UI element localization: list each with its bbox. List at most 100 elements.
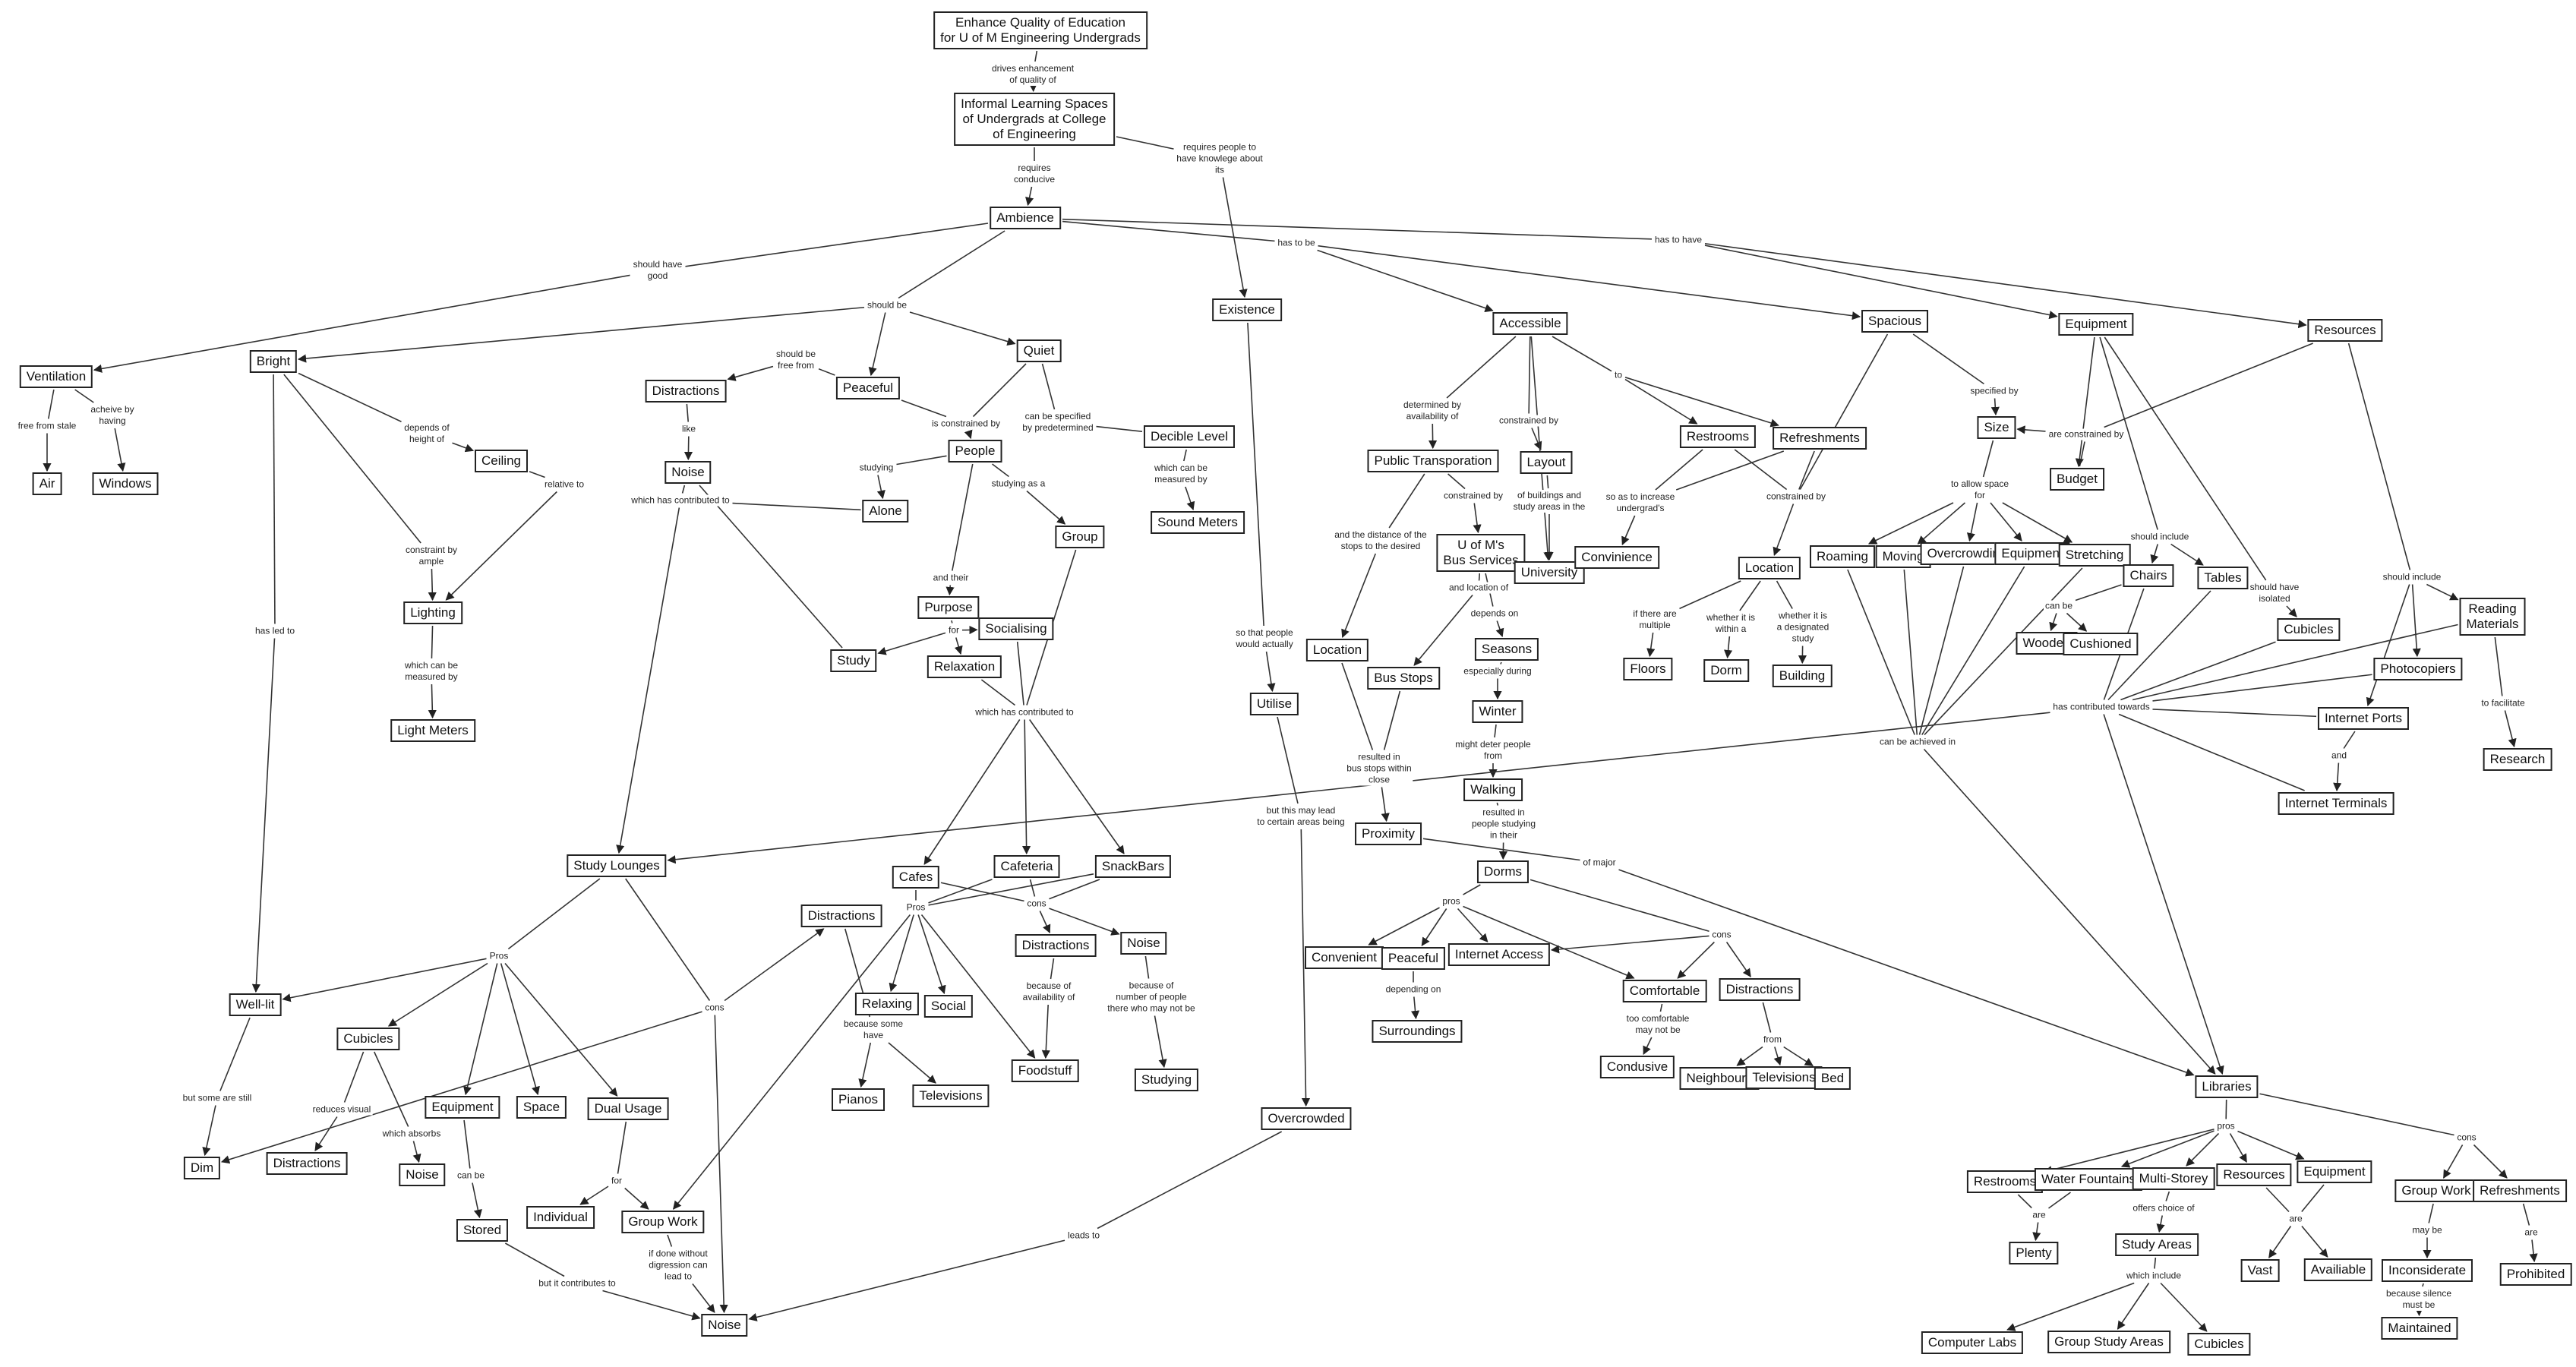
- connector-resources1-to-l-should-include2: [2347, 343, 2411, 570]
- node-budget: Budget: [2050, 468, 2104, 491]
- link-label-l-may-be: may be: [2410, 1224, 2444, 1236]
- connector-spacious-to-l-constrained-by-ref: [1799, 333, 1889, 490]
- connector-l-studying-to-alone: [876, 475, 886, 500]
- connector-utilise-to-l-but-may-lead: [1277, 716, 1299, 804]
- connector-lighting-to-l-measured-light: [431, 625, 434, 659]
- connector-accessible-to-university: [1530, 336, 1552, 561]
- node-vast: Vast: [2240, 1259, 2280, 1282]
- link-label-l-which-contrib-noise: which has contributed to: [630, 494, 731, 507]
- connector-quiet-to-l-specified-predet: [1041, 363, 1056, 410]
- connector-l-resulted-bus-to-proximity: [1381, 787, 1390, 822]
- connector-l-has-led-to-wellit: [251, 638, 276, 993]
- connector-distractions4-to-l-because-avail: [1050, 958, 1055, 980]
- connector-l-which-absorbs-to-noise2: [412, 1141, 421, 1163]
- connector-distractions5-to-l-from: [1762, 1002, 1772, 1033]
- connector-public-transport-to-l-and-distance: [1388, 473, 1425, 529]
- connector-enhance-to-l-drives: [1034, 50, 1038, 62]
- connector-l-are-vast-to-vast: [2268, 1226, 2292, 1258]
- node-noise2: Noise: [399, 1163, 446, 1186]
- connector-l-are-plenty-to-plenty: [2032, 1222, 2041, 1242]
- node-relaxation: Relaxation: [927, 655, 1002, 678]
- node-wellit: Well-lit: [229, 993, 282, 1016]
- connector-l-if-done-to-noise-bottom: [692, 1283, 715, 1313]
- node-surroundings: Surroundings: [1372, 1020, 1463, 1043]
- node-libraries: Libraries: [2195, 1075, 2259, 1098]
- connector-snackbars-to-l-pros-cafe: [928, 873, 1094, 906]
- link-label-l-measured-light: which can be measured by: [402, 660, 460, 683]
- connector-l-should-include2-to-internet-ports: [2366, 584, 2410, 707]
- node-internet-terminals: Internet Terminals: [2278, 792, 2394, 815]
- node-distractions1: Distractions: [645, 380, 727, 403]
- connector-peaceful1-to-l-constrained-by: [901, 399, 947, 418]
- link-label-l-has-to-have: has to have: [1653, 234, 1704, 246]
- connector-l-pros-lib-to-resources2: [2229, 1133, 2247, 1163]
- link-label-l-are-prohibited: are: [2523, 1227, 2540, 1239]
- link-label-l-relative: relative to: [542, 478, 586, 491]
- link-label-l-because-some: because some have: [841, 1018, 905, 1041]
- node-enhance: Enhance Quality of Education for U of M …: [933, 11, 1148, 49]
- node-group-study-areas: Group Study Areas: [2047, 1331, 2170, 1353]
- connector-l-are-constrained-to-size: [2016, 425, 2046, 434]
- link-label-l-should-include2: should include: [2381, 571, 2443, 583]
- node-water-fountains: Water Fountains: [2034, 1168, 2143, 1191]
- node-space: Space: [516, 1096, 567, 1119]
- node-ils: Informal Learning Spaces of Undergrads a…: [954, 93, 1115, 146]
- link-label-l-requires-conduc: requires conducive: [1012, 163, 1057, 185]
- connector-l-but-still-to-dim: [202, 1105, 216, 1157]
- link-label-l-cons-lib: cons: [2455, 1132, 2478, 1144]
- connector-l-should-include2-to-photocopiers: [2411, 584, 2421, 658]
- link-label-l-offers-choice: offers choice of: [2131, 1202, 2196, 1214]
- link-label-l-acheive: acheive by having: [89, 404, 136, 427]
- node-ventilation: Ventilation: [19, 365, 93, 388]
- node-internet-access: Internet Access: [1447, 943, 1551, 966]
- connector-reading-materials-to-l-has-contributed-towards: [2132, 624, 2458, 701]
- connector-people-to-l-studying-as-a: [992, 463, 1009, 478]
- connector-l-cons-lounge-to-noise-bottom: [714, 1015, 728, 1314]
- link-label-l-should-free: should be free from: [774, 349, 818, 371]
- link-label-l-studying: studying: [857, 462, 895, 474]
- connector-l-to-allow-to-roaming: [1867, 502, 1954, 545]
- connector-l-acheive-to-windows: [114, 428, 126, 472]
- connector-stored-to-l-but-contributes: [504, 1242, 565, 1277]
- node-refreshments2: Refreshments: [2473, 1179, 2567, 1202]
- connector-refreshments1-to-l-so-as-increase: [1675, 450, 1785, 491]
- connector-layout-to-l-of-buildings: [1546, 475, 1549, 489]
- connector-l-should-be-to-peaceful1: [868, 312, 886, 377]
- connector-stretching-to-l-can-be-achieved: [1924, 567, 2083, 736]
- node-walking: Walking: [1463, 778, 1523, 801]
- node-proximity: Proximity: [1355, 822, 1422, 845]
- connector-l-studying-as-a-to-group1: [1026, 490, 1066, 525]
- connector-l-specified-predet-to-decible: [1096, 425, 1143, 432]
- node-group-work2: Group Work: [2394, 1179, 2478, 1202]
- connector-l-for-dual-to-individual: [579, 1185, 609, 1205]
- link-label-l-are-constrained: are constrained by: [2047, 428, 2126, 440]
- connector-umbus-to-l-and-location: [1478, 573, 1481, 581]
- connector-ils-to-l-requires-people: [1116, 136, 1174, 150]
- node-seasons: Seasons: [1474, 638, 1539, 661]
- connector-accessible-to-l-constrained-by-layout: [1528, 336, 1531, 414]
- node-cafes: Cafes: [892, 866, 940, 889]
- connector-l-to-allow-to-stretching: [2002, 502, 2073, 543]
- node-winter: Winter: [1472, 700, 1523, 723]
- node-tables: Tables: [2197, 567, 2249, 589]
- connector-l-constrained-by-ref-to-location2: [1773, 504, 1795, 557]
- connector-cubicles1-to-l-reduces-visual: [343, 1051, 365, 1103]
- node-alone: Alone: [862, 500, 909, 522]
- connector-l-has-to-be-to-spacious: [1318, 245, 1861, 320]
- connector-people-to-l-studying: [896, 455, 947, 466]
- connector-location2-to-l-whether-designated: [1776, 580, 1793, 609]
- node-study-areas: Study Areas: [2115, 1233, 2199, 1256]
- connector-l-to-to-refreshments1: [1624, 377, 1779, 428]
- link-label-l-constrained-by-layout: constrained by: [1497, 415, 1561, 427]
- node-reading-materials: Reading Materials: [2459, 598, 2526, 636]
- node-location1: Location: [1305, 639, 1369, 661]
- link-label-l-which-absorbs: which absorbs: [380, 1128, 443, 1140]
- link-label-l-so-as-increase: so as to increase undergrad's: [1604, 491, 1677, 514]
- connector-l-to-allow-to-equipment-sm: [1990, 502, 2022, 541]
- connector-bright-to-l-has-led: [273, 374, 276, 624]
- connector-noise1-to-study: [699, 485, 843, 649]
- connector-l-pros-lib-to-multistorey: [2186, 1132, 2220, 1167]
- connector-l-for-to-relaxation: [954, 637, 963, 655]
- node-multistorey: Multi-Storey: [2132, 1167, 2215, 1190]
- link-label-l-cons-dorm: cons: [1710, 929, 1733, 941]
